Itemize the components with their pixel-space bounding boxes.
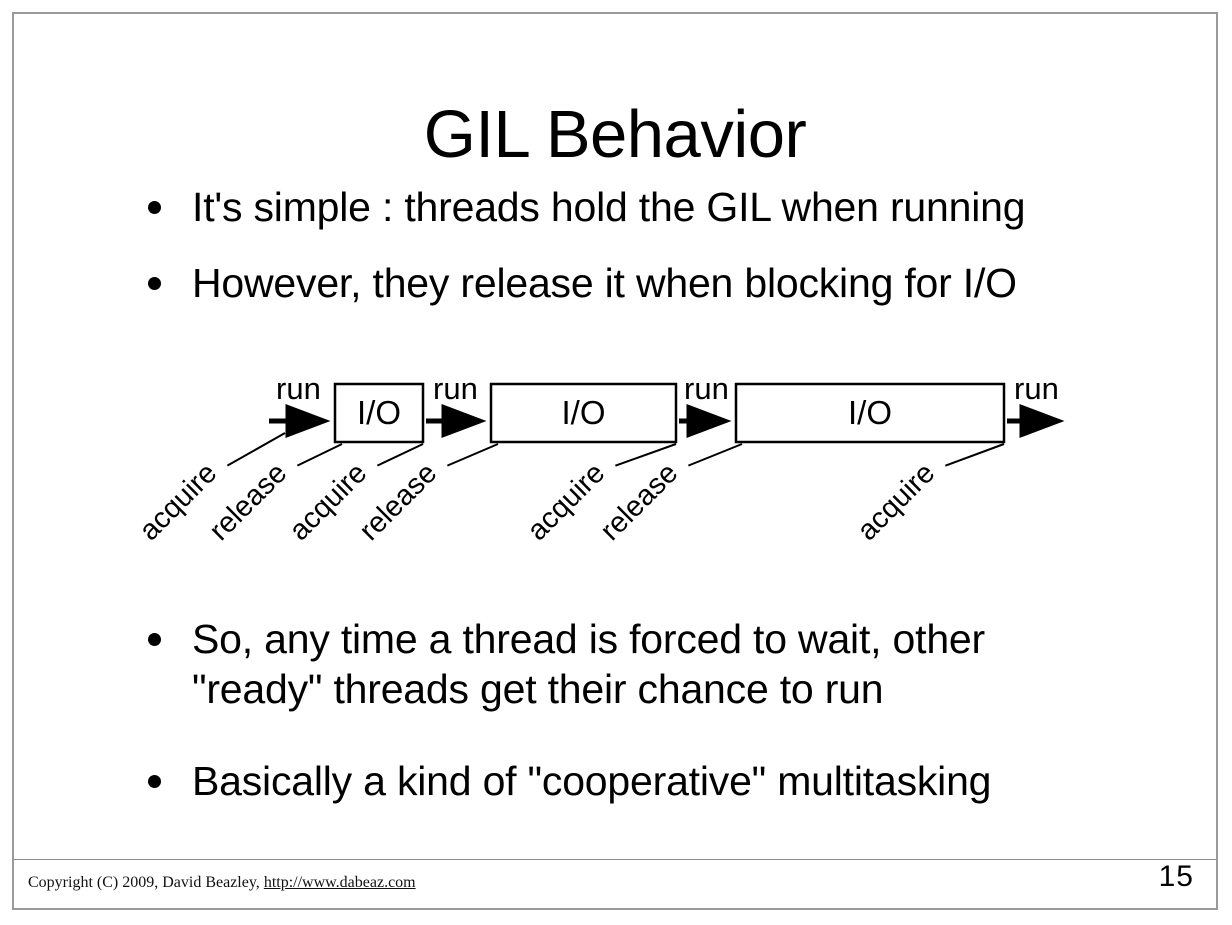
bullet-text: Basically a kind of "cooperative" multit… <box>192 758 992 805</box>
io-box-label: I/O <box>561 394 605 431</box>
lock-callout-leader-line <box>226 432 286 467</box>
bullet-dot-icon <box>148 633 161 646</box>
lock-callout-leader-line <box>687 443 743 467</box>
page-number: 15 <box>1158 860 1194 893</box>
footer-divider <box>14 859 1216 860</box>
page-title: GIL Behavior <box>423 96 807 172</box>
lock-callout-label: acquire <box>133 457 223 547</box>
bullet-dot-icon <box>148 201 161 214</box>
bullet-list-top: It's simple : threads hold the GIL when … <box>132 182 1162 308</box>
list-item: It's simple : threads hold the GIL when … <box>132 182 1162 232</box>
run-arrow-label: run <box>276 371 321 406</box>
bullet-text-continued: "ready" threads get their chance to run <box>192 666 884 713</box>
list-item: However, they release it when blocking f… <box>132 258 1162 308</box>
lock-callout: release <box>203 443 343 547</box>
list-item: Basically a kind of "cooperative" multit… <box>132 756 1162 806</box>
lock-callout-label: acquire <box>521 457 611 547</box>
lock-callout-label: release <box>203 457 293 547</box>
lock-callout-leader-line <box>296 443 343 467</box>
io-box <box>734 382 1006 444</box>
bullet-text: It's simple : threads hold the GIL when … <box>192 184 1026 230</box>
io-box <box>333 382 425 444</box>
lock-callout-leader-line <box>615 443 677 467</box>
bullet-dot-icon <box>148 775 161 789</box>
bullet-text: However, they release it when blocking f… <box>192 260 1017 307</box>
footer-url-link[interactable]: http://www.dabeaz.com <box>263 874 416 891</box>
bullet-text: So, any time a thread is forced to wait,… <box>192 616 985 662</box>
run-arrow-label: run <box>433 371 478 406</box>
run-arrow-group: run run run run <box>269 371 1065 438</box>
io-box-label: I/O <box>848 394 892 431</box>
io-box-label: I/O <box>357 394 401 431</box>
lock-callout-label: acquire <box>851 457 941 547</box>
lock-callout: acquire <box>521 443 677 547</box>
lock-callout-label: acquire <box>283 457 373 547</box>
footer-copyright-text: Copyright (C) 2009, David Beazley, <box>28 874 260 891</box>
lock-callout-leader-line <box>446 443 499 467</box>
lock-callout-leader-line <box>945 443 1005 467</box>
lock-callout: release <box>353 443 499 547</box>
run-arrow-label: run <box>1014 371 1059 406</box>
lock-callout: acquire <box>283 443 424 547</box>
run-arrow-label: run <box>684 371 729 406</box>
io-box <box>489 382 678 444</box>
lock-callout-leader-line <box>376 443 424 467</box>
footer-copyright: Copyright (C) 2009, David Beazley, http:… <box>28 874 416 892</box>
lock-callout: acquire <box>133 432 286 547</box>
bullet-dot-icon <box>148 277 161 291</box>
lock-callout: release <box>594 443 743 547</box>
lock-callout: acquire <box>851 443 1005 547</box>
list-item: So, any time a thread is forced to wait,… <box>132 614 1162 714</box>
slide-frame: GIL Behavior It's simple : threads hold … <box>12 12 1218 910</box>
bullet-list-bottom: So, any time a thread is forced to wait,… <box>132 614 1162 848</box>
lock-callout-label: release <box>594 457 684 547</box>
io-box-group: I/O I/O I/O <box>333 382 1006 444</box>
lock-callout-label: release <box>353 457 443 547</box>
